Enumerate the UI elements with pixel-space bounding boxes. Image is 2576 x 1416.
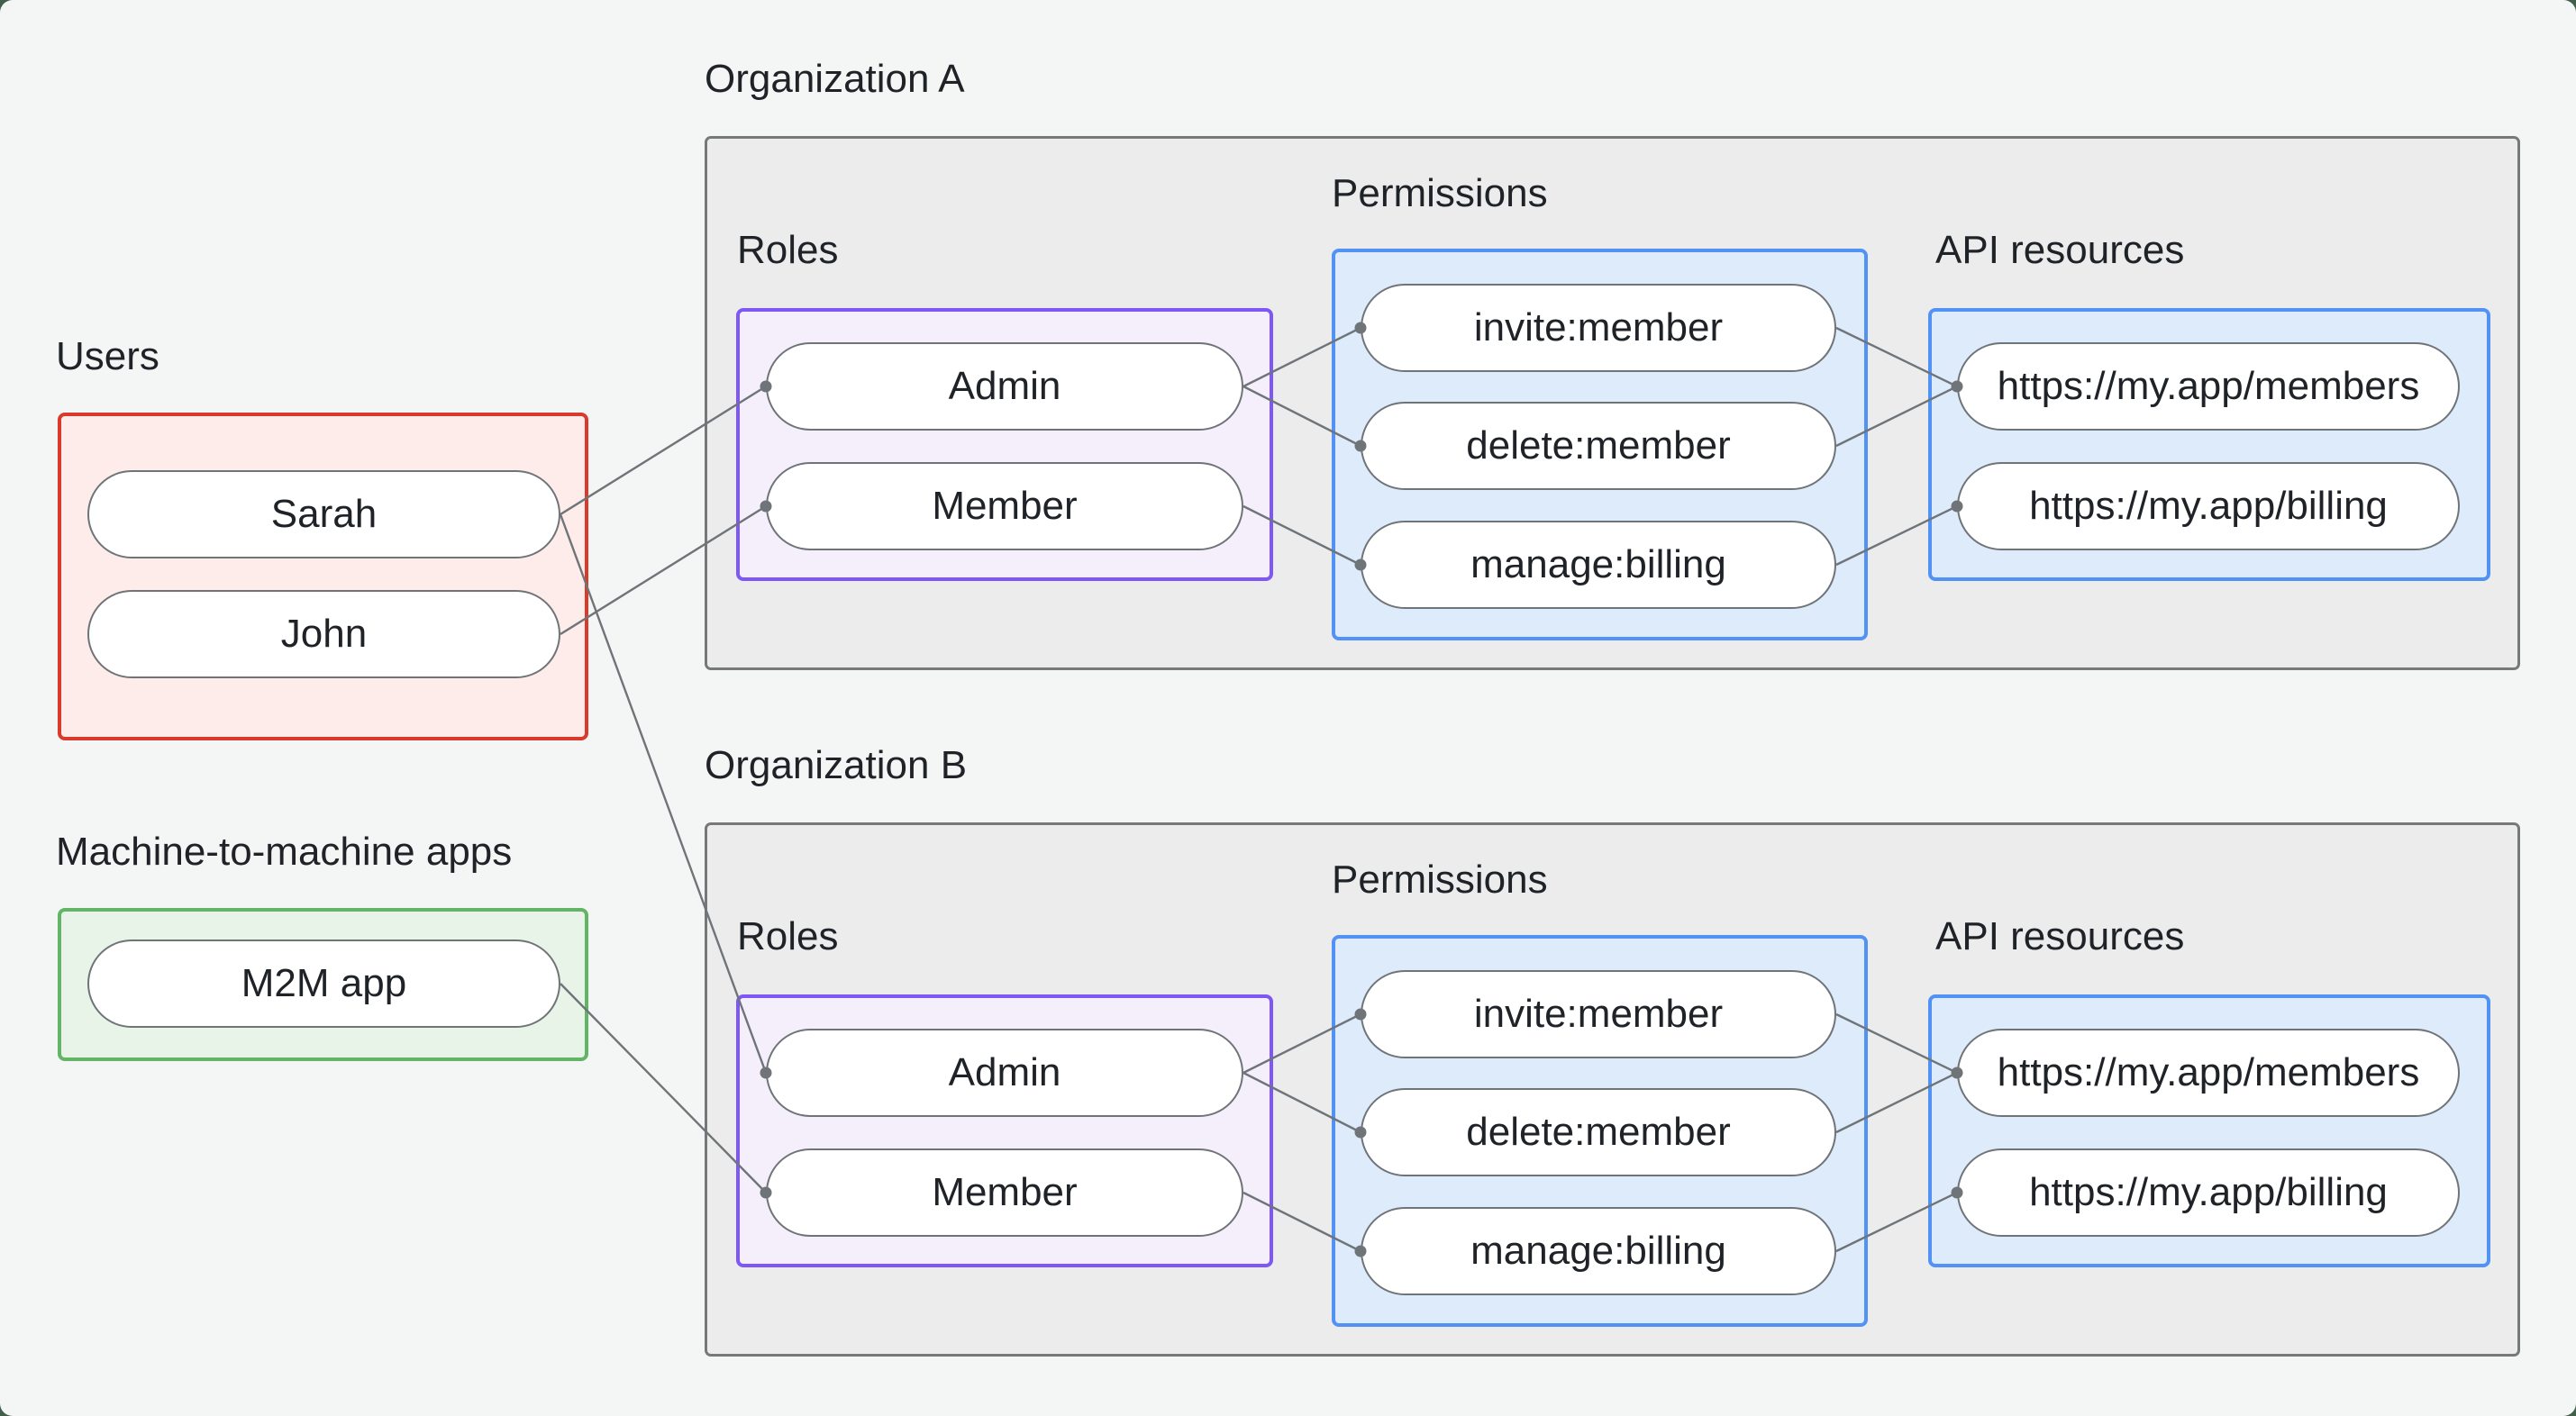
org-b-permissions-label: Permissions (1332, 858, 1548, 902)
org-b-role-member: Member (766, 1148, 1243, 1237)
org-a-role-admin: Admin (766, 342, 1243, 431)
org-a-role-member: Member (766, 462, 1243, 550)
org-a-label: Organization A (705, 57, 965, 101)
org-b-permission-delete: delete:member (1361, 1088, 1836, 1176)
org-a-roles-label: Roles (737, 228, 839, 272)
user-node-john: John (87, 590, 560, 678)
org-b-roles-label: Roles (737, 914, 839, 958)
org-a-permission-manage: manage:billing (1361, 521, 1836, 609)
org-b-role-admin: Admin (766, 1029, 1243, 1117)
users-group-box (58, 413, 588, 740)
org-b-permission-invite: invite:member (1361, 970, 1836, 1058)
m2m-group-label: Machine-to-machine apps (56, 830, 513, 874)
org-b-api-resources-label: API resources (1935, 914, 2185, 958)
users-group-label: Users (56, 334, 159, 378)
org-b-api-members: https://my.app/members (1957, 1029, 2460, 1117)
org-a-permission-delete: delete:member (1361, 402, 1836, 490)
org-b-api-billing: https://my.app/billing (1957, 1148, 2460, 1237)
org-a-permissions-label: Permissions (1332, 171, 1548, 215)
org-a-api-members: https://my.app/members (1957, 342, 2460, 431)
org-b-permission-manage: manage:billing (1361, 1207, 1836, 1295)
org-a-api-billing: https://my.app/billing (1957, 462, 2460, 550)
org-a-api-resources-label: API resources (1935, 228, 2185, 272)
org-b-label: Organization B (705, 743, 968, 787)
user-node-sarah: Sarah (87, 470, 560, 558)
org-a-permission-invite: invite:member (1361, 284, 1836, 372)
m2m-app-node: M2M app (87, 939, 560, 1028)
